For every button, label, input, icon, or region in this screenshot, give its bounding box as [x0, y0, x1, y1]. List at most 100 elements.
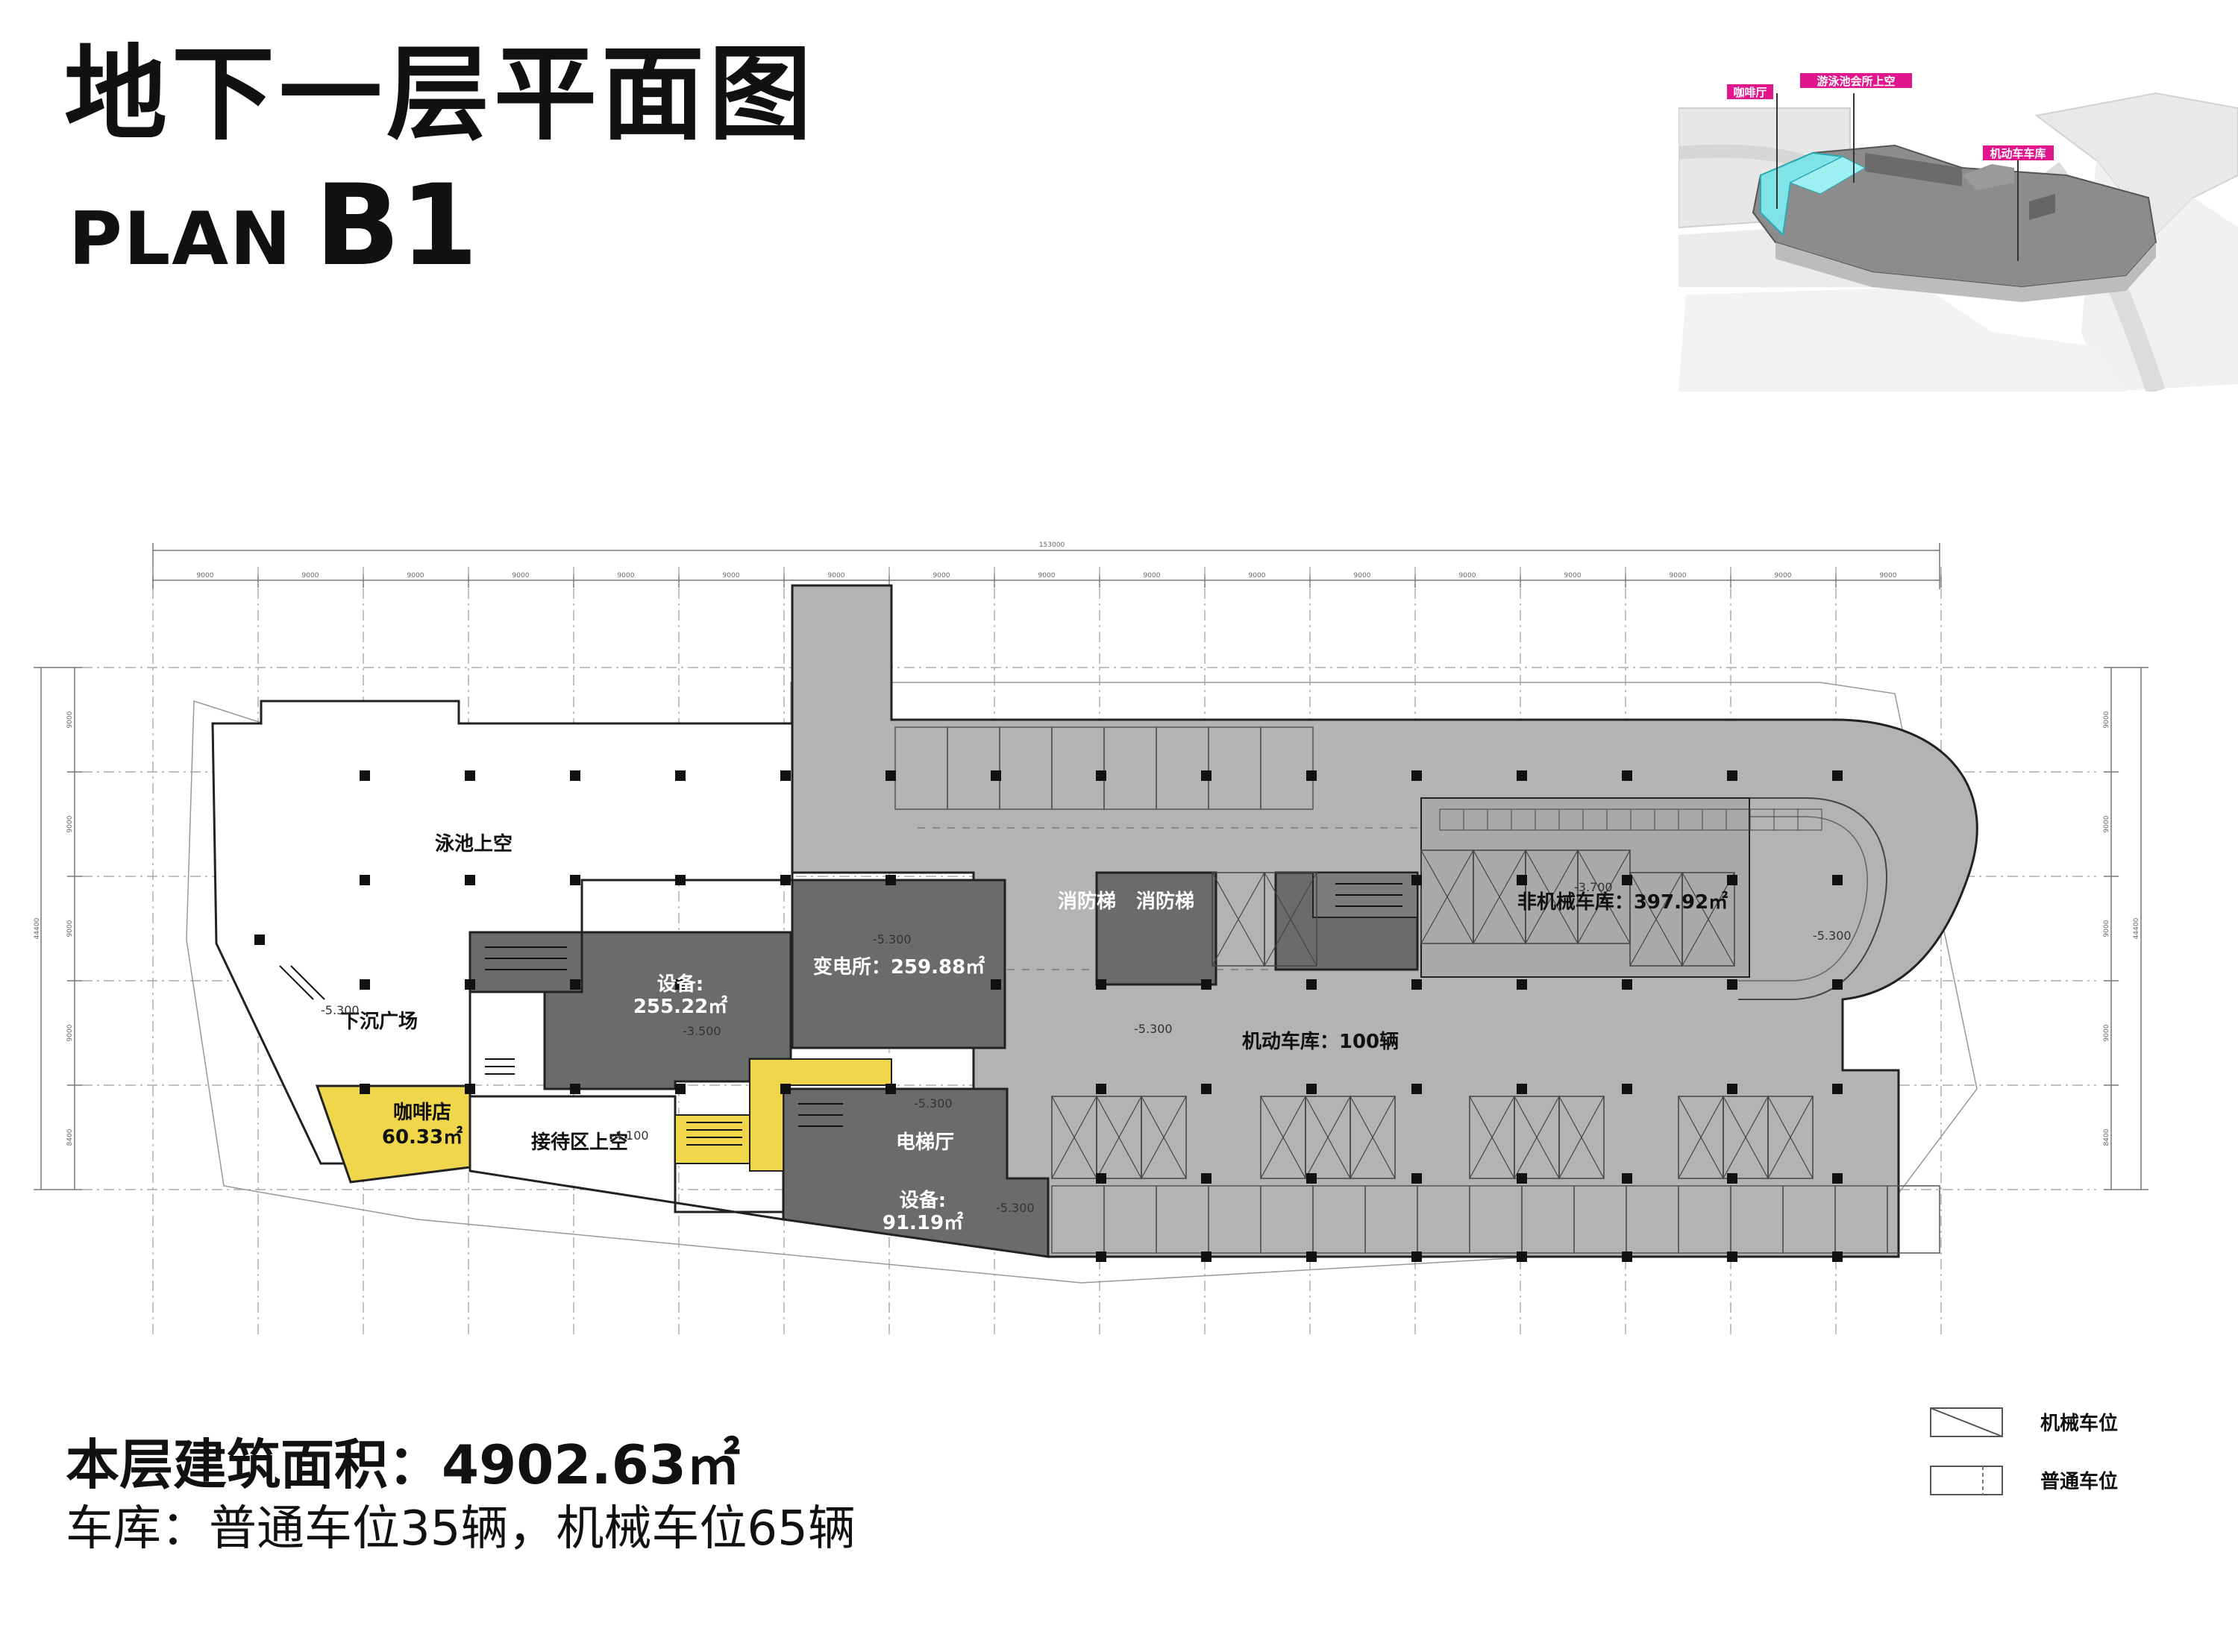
label-equip2-name: 设备:	[900, 1190, 946, 1212]
dim-depth-r5: 8400	[2103, 1128, 2110, 1146]
label-equip1-area: 255.22㎡	[633, 995, 727, 1018]
column	[1727, 1084, 1737, 1094]
regular-parking-stall	[1887, 1185, 1940, 1254]
mechanical-stall-diagonal	[1723, 1096, 1769, 1179]
elev-mark-1: -5.300	[321, 1003, 360, 1017]
mechanical-stall-diagonal	[1514, 1096, 1560, 1179]
mechanical-stall-diagonal	[1558, 1096, 1605, 1179]
column	[1096, 1173, 1106, 1184]
dimension-bay-label: 9000	[197, 572, 214, 580]
mechanical-stall-diagonal	[1096, 1096, 1142, 1179]
column	[1622, 1084, 1632, 1094]
column	[675, 979, 686, 990]
column	[1201, 1173, 1212, 1184]
column	[360, 770, 370, 781]
column	[1201, 1251, 1212, 1262]
column	[1832, 875, 1843, 885]
mechanical-parking-stall	[1264, 872, 1317, 967]
column	[780, 875, 791, 885]
column	[570, 770, 580, 781]
keymap-tag-pool	[1800, 73, 1912, 88]
column	[570, 875, 580, 885]
column	[1306, 1084, 1317, 1094]
dimension-chain-right	[2104, 667, 2148, 1190]
column	[1727, 875, 1737, 885]
column	[1517, 875, 1527, 885]
column	[1411, 1173, 1422, 1184]
column	[886, 770, 896, 781]
column	[886, 875, 896, 885]
column	[465, 770, 475, 781]
column	[1832, 979, 1843, 990]
column	[465, 875, 475, 885]
elev-mark-2: -5.300	[873, 932, 912, 946]
dimension-chain-top	[152, 543, 1940, 589]
dim-depth-l1: 9000	[66, 711, 74, 728]
dimension-bay-label: 9000	[1459, 572, 1476, 580]
mechanical-parking-stall	[1350, 1096, 1396, 1179]
column	[1411, 770, 1422, 781]
bike-garage-area	[1420, 797, 1750, 978]
key-map: 咖啡厅 游泳池会所上空 机动车车库	[1678, 73, 2238, 392]
garage-ramp-loop	[1421, 797, 1887, 1000]
column	[1411, 875, 1422, 885]
dimension-bay-label: 9000	[513, 572, 530, 580]
column	[360, 875, 370, 885]
dimension-bay-label: 9000	[1775, 572, 1792, 580]
label-fire-stair-2: 消防梯	[1136, 891, 1194, 913]
garage-summary: 车库：普通车位35辆，机械车位65辆	[66, 1501, 856, 1557]
mechanical-stall-diagonal	[1141, 1096, 1187, 1179]
mechanical-stall-diagonal	[1525, 849, 1579, 944]
column	[1517, 770, 1527, 781]
dimension-bay-label: 9000	[1144, 572, 1161, 580]
column	[1096, 1251, 1106, 1262]
column	[1306, 1251, 1317, 1262]
label-cafe-name: 咖啡店	[393, 1102, 451, 1124]
dimension-bay-label: 9000	[933, 572, 950, 580]
label-fire-stair-1: 消防梯	[1058, 891, 1116, 913]
keymap-tag-pool-text: 游泳池会所上空	[1817, 75, 1895, 88]
mechanical-stall-diagonal	[1678, 1096, 1724, 1179]
column	[254, 935, 265, 945]
column	[1832, 1173, 1843, 1184]
column	[991, 979, 1001, 990]
label-sunken-plaza: 下沉广场	[340, 1011, 418, 1033]
column	[675, 875, 686, 885]
elev-mark-9: -4.100	[610, 1128, 649, 1143]
mechanical-stall-diagonal	[1260, 1096, 1306, 1179]
legend: 机械车位 普通车位	[1930, 1407, 2118, 1495]
label-motor-garage: 机动车库：100辆	[1242, 1030, 1399, 1053]
dimension-bay-label: 9000	[1038, 572, 1056, 580]
page-title-cn: 地下一层平面图	[64, 34, 817, 154]
mechanical-stall-diagonal	[1767, 1096, 1814, 1179]
keymap-tag-garage-text: 机动车车库	[1990, 147, 2046, 160]
dimension-bay-label: 9000	[1670, 572, 1687, 580]
column	[1096, 1084, 1106, 1094]
dim-depth-l5: 8400	[66, 1128, 74, 1146]
elev-mark-3: -3.500	[683, 1024, 721, 1038]
dimension-bay-label: 9000	[1249, 572, 1266, 580]
label-cafe-area: 60.33㎡	[382, 1125, 463, 1149]
keymap-tag-cafe	[1727, 84, 1773, 99]
elev-mark-5: -5.300	[914, 1096, 953, 1111]
mechanical-stall-diagonal	[1473, 849, 1526, 944]
label-equip1-name: 设备:	[657, 973, 703, 996]
regular-parking-stall	[1260, 726, 1314, 810]
stair-hatching	[279, 883, 1402, 1146]
column	[886, 1084, 896, 1094]
elev-mark-6: -5.300	[996, 1201, 1035, 1215]
column	[1832, 770, 1843, 781]
dimension-bay-label: 9000	[407, 572, 424, 580]
substation-room	[791, 879, 1006, 1049]
column	[675, 770, 686, 781]
mechanical-stall-diagonal	[1681, 872, 1735, 967]
column	[1622, 1251, 1632, 1262]
dimension-bay-label: 9000	[828, 572, 845, 580]
legend-regular-swatch	[1930, 1466, 2003, 1495]
fire-stair-core	[1095, 871, 1217, 986]
column	[1096, 979, 1106, 990]
mechanical-stall-diagonal	[1420, 849, 1474, 944]
column	[1411, 1251, 1422, 1262]
dim-depth-r2: 9000	[2103, 815, 2110, 832]
